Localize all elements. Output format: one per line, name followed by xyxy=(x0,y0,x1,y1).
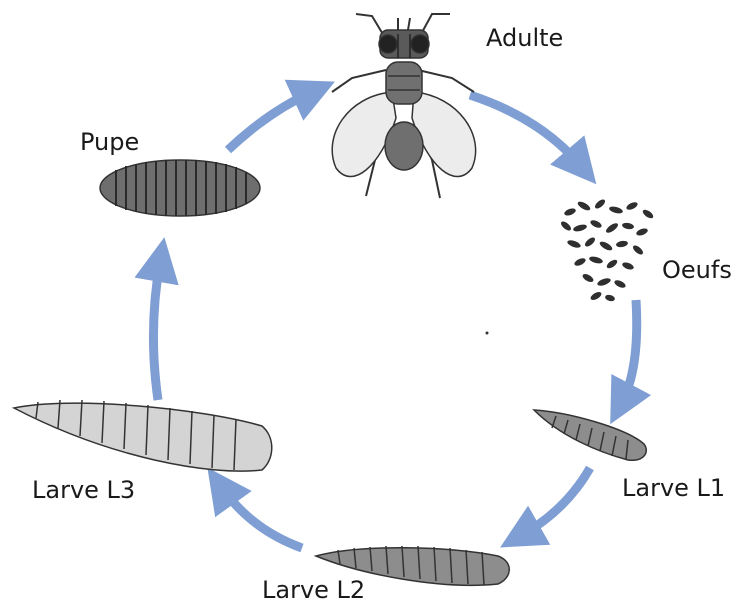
arrow-l2-to-l3 xyxy=(222,488,302,548)
thorax xyxy=(386,62,422,104)
arrow-pupe-to-adulte xyxy=(228,92,312,150)
larva-l1-illustration xyxy=(534,410,646,460)
label-larve-l3: Larve L3 xyxy=(32,478,135,502)
larva-l3-illustration xyxy=(14,400,272,471)
label-oeufs: Oeufs xyxy=(662,258,732,282)
left-wing xyxy=(332,92,396,177)
label-larve-l1: Larve L1 xyxy=(622,476,725,500)
right-wing xyxy=(412,92,476,177)
arrow-adulte-to-oeufs xyxy=(470,95,580,165)
pupa-illustration xyxy=(100,160,260,216)
adult-fly-illustration xyxy=(332,14,476,198)
label-adulte: Adulte xyxy=(486,26,563,50)
eggs-cluster-illustration xyxy=(559,198,654,302)
arrow-l1-to-l2 xyxy=(522,468,590,535)
arrow-oeufs-to-l1 xyxy=(622,300,637,402)
label-pupe: Pupe xyxy=(80,130,139,154)
left-eye xyxy=(379,35,397,53)
right-eye xyxy=(411,35,429,53)
abdomen xyxy=(385,122,423,170)
center-dot xyxy=(486,332,489,335)
arrow-l3-to-pupe xyxy=(153,262,160,400)
label-larve-l2: Larve L2 xyxy=(262,578,365,602)
